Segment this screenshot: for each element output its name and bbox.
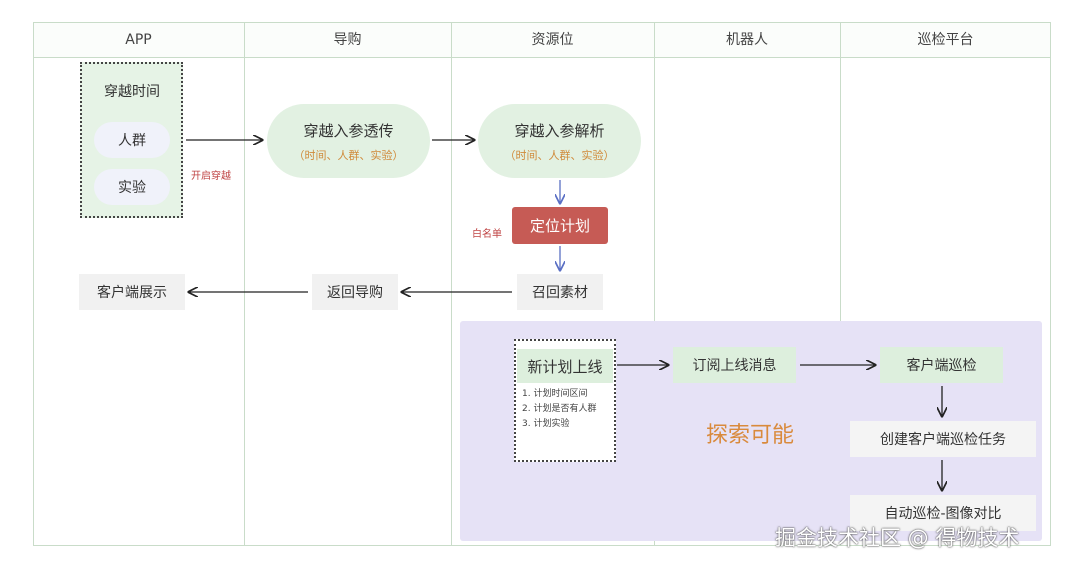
whitelist-label: 白名单 (472, 229, 502, 240)
lane-divider (840, 22, 841, 546)
new-plan-title: 新计划上线 (517, 349, 613, 383)
guide-pass-title: 穿越入参透传 (303, 121, 394, 140)
lane-divider (654, 22, 655, 546)
lane-title-guide: 导购 (333, 32, 362, 48)
create-task-node: 创建客户端巡检任务 (850, 421, 1036, 457)
client-inspect-node: 客户端巡检 (880, 347, 1003, 383)
subscribe-launch-node: 订阅上线消息 (673, 347, 796, 383)
app-item-time: 穿越时间 (104, 84, 160, 100)
guide-pass-node: 穿越入参透传 （时间、人群、实验） (267, 104, 430, 178)
explore-label: 探索可能 (705, 423, 794, 448)
resource-parse-sub: （时间、人群、实验） (504, 148, 615, 162)
lane-header-bar (33, 22, 1051, 58)
client-display-node: 客户端展示 (79, 274, 185, 310)
resource-parse-title: 穿越入参解析 (514, 121, 605, 140)
open-travel-label: 开启穿越 (191, 171, 231, 182)
lane-title-app: APP (125, 32, 152, 48)
lane-title-robot: 机器人 (726, 32, 768, 48)
app-item-crowd: 人群 (94, 122, 170, 158)
return-guide-node: 返回导购 (312, 274, 398, 310)
lane-divider (244, 22, 245, 546)
app-item-experiment: 实验 (94, 169, 170, 205)
lane-divider (451, 22, 452, 546)
guide-pass-sub: （时间、人群、实验） (293, 148, 404, 162)
auto-inspect-node: 自动巡检-图像对比 (850, 495, 1036, 531)
watermark: 掘金技术社区 @ 得物技术 (775, 526, 1020, 550)
new-plan-check-item: 2. 计划是否有人群 (522, 404, 597, 414)
swimlane-frame (33, 22, 1051, 546)
new-plan-check-item: 3. 计划实验 (522, 419, 570, 429)
position-plan-node: 定位计划 (512, 207, 608, 244)
new-plan-checklist: 1. 计划时间区间 2. 计划是否有人群 3. 计划实验 (522, 387, 596, 432)
resource-parse-node: 穿越入参解析 （时间、人群、实验） (478, 104, 641, 178)
new-plan-check-item: 1. 计划时间区间 (522, 389, 588, 399)
recall-material-node: 召回素材 (517, 274, 603, 310)
lane-title-resource: 资源位 (531, 32, 574, 48)
lane-title-inspection: 巡检平台 (917, 32, 974, 48)
